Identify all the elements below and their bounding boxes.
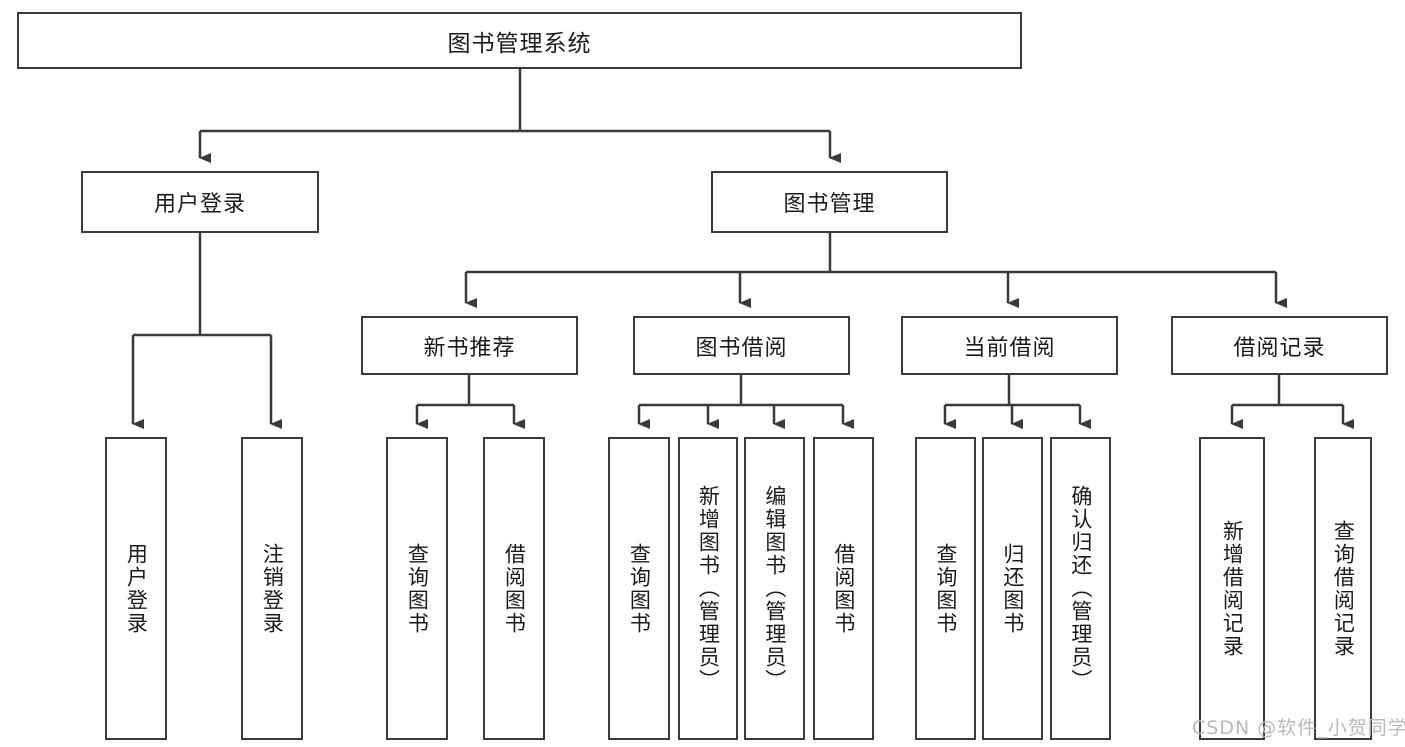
leaf-label: 查询借阅记录: [1331, 519, 1356, 658]
watermark: CSDN @软件_小贺同学: [1192, 717, 1405, 739]
node-level3-borrow-record[interactable]: 借阅记录: [1171, 316, 1388, 375]
leaf-label: 借阅图书: [502, 542, 527, 635]
node-label: 用户登录: [153, 192, 246, 217]
node-label: 当前借阅: [963, 335, 1056, 361]
leaf-query-borrow-record[interactable]: 查询借阅记录: [1314, 437, 1372, 740]
leaf-query-book-recommend[interactable]: 查询图书: [386, 437, 448, 740]
node-label: 新书推荐: [423, 335, 516, 361]
leaf-query-book-borrow[interactable]: 查询图书: [608, 437, 670, 740]
leaf-label: 查询图书: [405, 542, 430, 635]
leaf-label: 借阅图书: [831, 542, 856, 635]
node-label: 借阅记录: [1233, 335, 1326, 361]
node-level3-new-book-recommend[interactable]: 新书推荐: [361, 316, 578, 375]
node-label: 图书管理: [783, 192, 876, 217]
leaf-confirm-return-admin[interactable]: 确认归还（管理员）: [1050, 437, 1111, 740]
leaf-edit-book-admin[interactable]: 编辑图书（管理员）: [744, 437, 805, 740]
leaf-add-borrow-record[interactable]: 新增借阅记录: [1199, 437, 1265, 740]
leaf-label: 新增图书（管理员）: [696, 485, 721, 692]
leaf-borrow-book[interactable]: 借阅图书: [813, 437, 874, 740]
leaf-user-login[interactable]: 用户登录: [105, 437, 167, 740]
leaf-logout[interactable]: 注销登录: [241, 437, 303, 740]
leaf-add-book-admin[interactable]: 新增图书（管理员）: [678, 437, 738, 740]
leaf-return-book[interactable]: 归还图书: [982, 437, 1043, 740]
node-root[interactable]: 图书管理系统: [17, 12, 1022, 69]
leaf-label: 新增借阅记录: [1220, 519, 1245, 658]
leaf-label: 确认归还（管理员）: [1068, 485, 1093, 692]
leaf-label: 编辑图书（管理员）: [762, 485, 787, 692]
node-root-label: 图书管理系统: [447, 30, 592, 57]
leaf-label: 注销登录: [260, 542, 285, 635]
node-level2-book-management[interactable]: 图书管理: [711, 171, 948, 233]
node-level3-book-borrow[interactable]: 图书借阅: [633, 316, 850, 375]
node-level3-current-borrow[interactable]: 当前借阅: [901, 316, 1118, 375]
node-label: 图书借阅: [695, 335, 788, 361]
leaf-label: 查询图书: [933, 542, 958, 635]
leaf-query-book-current[interactable]: 查询图书: [915, 437, 976, 740]
leaf-label: 用户登录: [124, 542, 149, 635]
node-level2-user-login[interactable]: 用户登录: [81, 171, 319, 233]
leaf-borrow-book-recommend[interactable]: 借阅图书: [483, 437, 545, 740]
leaf-label: 归还图书: [1000, 542, 1025, 635]
leaf-label: 查询图书: [627, 542, 652, 635]
